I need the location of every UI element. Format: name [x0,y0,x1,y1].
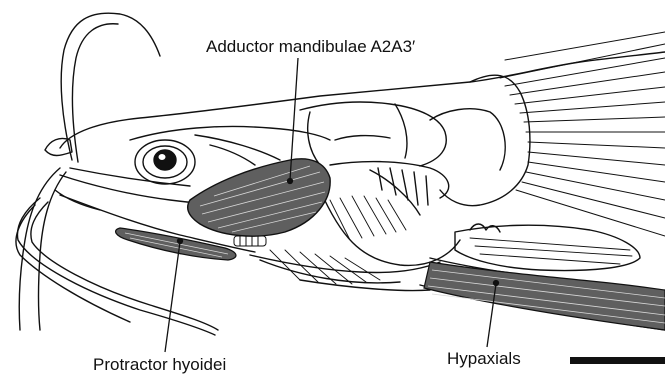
hypaxials-muscle [424,262,665,330]
fin-rays [500,32,665,236]
adductor-mandibulae-muscle [188,159,330,236]
protractor-leader [165,242,180,352]
label-protractor-hyoidei: Protractor hyoidei [93,356,226,373]
label-adductor-mandibulae: Adductor mandibulae A2A3′ [206,38,415,55]
maxillary-barbel [61,13,160,160]
lower-barbel-2 [17,198,215,335]
dorsal-outline [60,52,665,148]
tooth-band [234,236,266,246]
cleithrum-plate [440,75,530,205]
scale-bar [570,357,665,364]
label-hypaxials: Hypaxials [447,350,521,367]
